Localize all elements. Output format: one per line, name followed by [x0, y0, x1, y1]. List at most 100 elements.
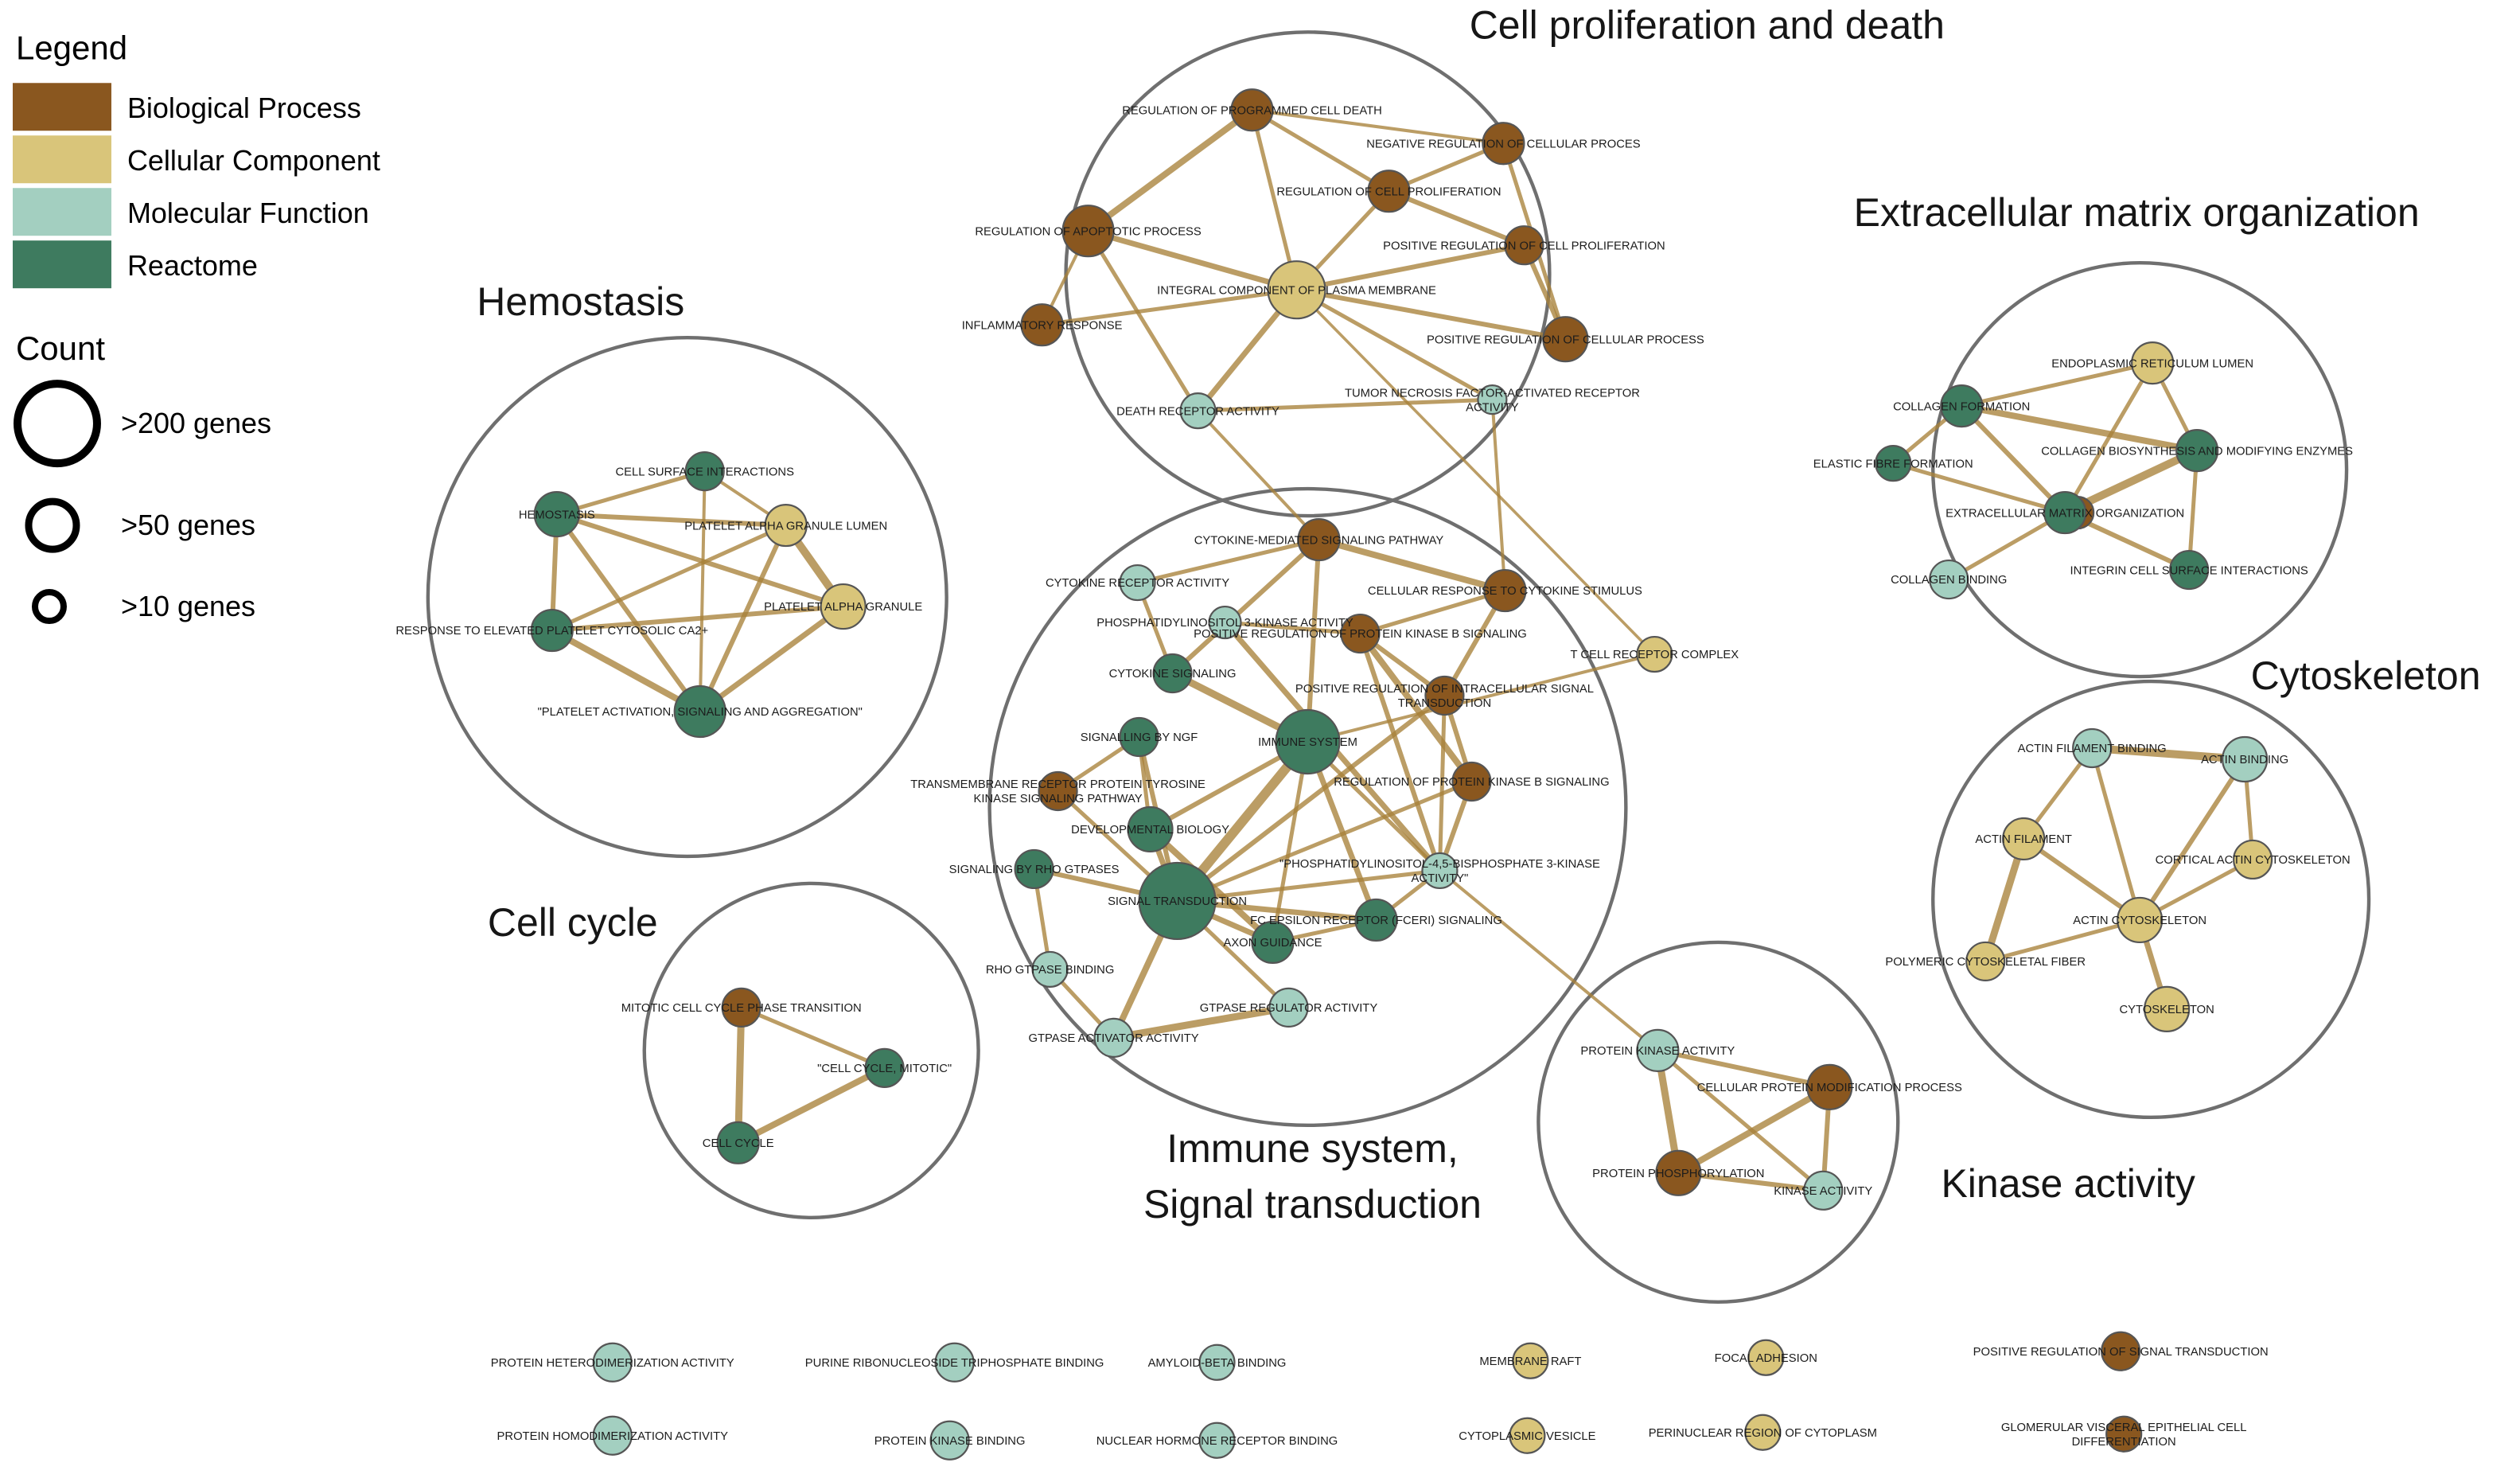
edge-cytokine-mediated-signaling--cytokine-receptor-activity	[1135, 537, 1321, 585]
node-label-cytokine-signaling: CYTOKINE SIGNALING	[1109, 668, 1237, 681]
node-label-cortical-actin-cytoskeleton: CORTICAL ACTIN CYTOSKELETON	[2156, 854, 2351, 867]
node-cellular-protein-modification	[1806, 1063, 1853, 1110]
node-label-platelet-alpha-granule-lumen: PLATELET ALPHA GRANULE LUMEN	[684, 520, 887, 532]
legend-label-biological-process: Biological Process	[127, 92, 361, 124]
node-label-integrin-cell-surface-interactions: INTEGRIN CELL SURFACE INTERACTIONS	[2070, 564, 2308, 577]
node-label-axon-guidance: AXON GUIDANCE	[1223, 937, 1322, 950]
edge-reg-apoptotic-process--integral-plasma-membrane	[1085, 228, 1299, 293]
node-label-protein-kinase-activity: PROTEIN KINASE ACTIVITY	[1580, 1045, 1735, 1058]
node-gtpase-regulator-activity	[1268, 987, 1309, 1028]
edge-protein-phosphorylation--kinase-activity	[1676, 1170, 1826, 1193]
edge-hemostasis--platelet-activation	[554, 512, 703, 715]
legend-label-molecular-function: Molecular Function	[127, 197, 369, 229]
count-label-50: >50 genes	[121, 509, 255, 541]
node-label-polymeric-cytoskeletal-fiber: POLYMERIC CYTOSKELETAL FIBER	[1885, 956, 2086, 969]
node-glomerular-epithelial-differentiation	[2105, 1415, 2143, 1453]
node-label-gtpase-activator-activity: GTPASE ACTIVATOR ACTIVITY	[1029, 1032, 1199, 1045]
edge-integral-plasma-membrane--inflammatory-response	[1040, 287, 1299, 327]
node-elastic-fibre-formation	[1875, 445, 1912, 482]
edge-death-receptor-activity--cytokine-mediated-signaling	[1196, 409, 1321, 542]
cluster-title-cell-cycle: Cell cycle	[488, 900, 658, 945]
edge-ecm-organization--collagen-binding	[1946, 510, 2067, 582]
legend-panel: Legend Biological Process Cellular Compo…	[12, 29, 380, 625]
node-label-pos-reg-intracellular-signal: POSITIVE REGULATION OF INTRACELLULAR SIG…	[1295, 683, 1594, 710]
edge-polymeric-cytoskeletal-fiber--actin-cytoskeleton	[1983, 918, 2142, 964]
node-label-pi3-kinase-activity: PHOSPHATIDYLINOSITOL 3-KINASE ACTIVITY	[1096, 617, 1353, 630]
node-actin-filament-binding	[2072, 727, 2113, 769]
edge-gtpase-regulator-activity--gtpase-activator-activity	[1110, 1004, 1292, 1042]
legend-swatch-biological-process	[12, 83, 111, 131]
node-reg-apoptotic-process	[1061, 205, 1115, 258]
node-label-developmental-biology: DEVELOPMENTAL BIOLOGY	[1071, 824, 1229, 837]
edge-protein-kinase-activity--cellular-protein-modification	[1655, 1047, 1833, 1090]
cluster-title-immune-signal: Immune system,Signal transduction	[1143, 1126, 1482, 1227]
edge-reg-programmed-cell-death--reg-cell-proliferation	[1250, 107, 1391, 193]
edge-platelet-alpha-granule--platelet-activation	[697, 603, 847, 715]
node-label-cytoplasmic-vesicle: CYTOPLASMIC VESICLE	[1459, 1430, 1595, 1443]
edge-death-receptor-activity--tnf-activated-receptor-activity	[1196, 397, 1494, 413]
node-label-hemostasis: HEMOSTASIS	[519, 509, 595, 521]
node-label-protein-kinase-binding: PROTEIN KINASE BINDING	[874, 1435, 1026, 1448]
node-label-pos-reg-cellular-process: POSITIVE REGULATION OF CELLULAR PROCESS	[1427, 333, 1704, 346]
node-hemostasis	[533, 490, 580, 538]
node-label-neg-reg-cellular-process: NEGATIVE REGULATION OF CELLULAR PROCES	[1366, 138, 1641, 150]
edge-protein-kinase-activity--kinase-activity	[1655, 1048, 1825, 1193]
node-ecm-organization	[2043, 490, 2087, 535]
node-death-receptor-activity	[1179, 392, 1217, 430]
node-label-cellular-protein-modification: CELLULAR PROTEIN MODIFICATION PROCESS	[1697, 1082, 1962, 1094]
node-label-gtpase-regulator-activity: GTPASE REGULATOR ACTIVITY	[1200, 1002, 1378, 1015]
edge-integral-plasma-membrane--tnf-activated-receptor-activity	[1294, 287, 1494, 402]
node-reg-programmed-cell-death	[1230, 88, 1274, 132]
edge-pos-reg-pkb-signaling--reg-pkb-signaling	[1357, 630, 1475, 785]
node-pos-reg-cell-proliferation	[1504, 225, 1544, 266]
node-cytoskeleton	[2144, 985, 2191, 1032]
node-label-rho-gtpase-binding: RHO GTPASE BINDING	[986, 964, 1115, 977]
edge-er-lumen--ecm-organization	[2062, 361, 2155, 515]
edge-pos-reg-pkb-signaling--pip2-3-kinase-activity	[1357, 631, 1443, 873]
count-title: Count	[16, 330, 105, 367]
node-label-fceri-signaling: FC EPSILON RECEPTOR (FCERI) SIGNALING	[1250, 915, 1502, 927]
node-cell-surface-interactions	[684, 451, 725, 492]
node-label-focal-adhesion: FOCAL ADHESION	[1715, 1352, 1817, 1365]
count-circle-200	[13, 380, 101, 468]
node-label-reg-apoptotic-process: REGULATION OF APOPTOTIC PROCESS	[975, 225, 1202, 238]
edge-cell-cycle--cell-cycle-mitotic	[734, 1064, 888, 1146]
node-label-actin-filament: ACTIN FILAMENT	[1975, 833, 2072, 846]
node-pos-reg-pkb-signaling	[1340, 613, 1381, 654]
node-pos-reg-intracellular-signal	[1424, 675, 1465, 716]
node-label-platelet-activation: "PLATELET ACTIVATION, SIGNALING AND AGGR…	[538, 706, 863, 719]
cluster-ring-immune-signal	[987, 486, 1628, 1128]
node-collagen-formation	[1940, 384, 1984, 428]
node-pip2-3-kinase-activity	[1421, 852, 1459, 890]
edge-platelet-alpha-granule--response-elevated-platelet-ca	[549, 604, 846, 634]
node-t-cell-receptor-complex	[1636, 635, 1673, 673]
node-cytokine-signaling	[1152, 653, 1193, 694]
node-axon-guidance	[1251, 920, 1295, 965]
node-label-actin-binding: ACTIN BINDING	[2201, 754, 2288, 766]
node-membrane-raft	[1512, 1342, 1549, 1379]
node-label-protein-phosphorylation: PROTEIN PHOSPHORYLATION	[1592, 1168, 1764, 1180]
edge-hemostasis--platelet-alpha-granule	[554, 512, 846, 610]
edge-response-elevated-platelet-ca--platelet-activation	[548, 627, 703, 716]
edge-hemostasis--cell-surface-interactions	[555, 469, 707, 517]
edge-platelet-alpha-granule-lumen--response-elevated-platelet-ca	[550, 523, 789, 633]
node-label-actin-cytoskeleton: ACTIN CYTOSKELETON	[2073, 915, 2206, 927]
node-label-death-receptor-activity: DEATH RECEPTOR ACTIVITY	[1116, 405, 1279, 418]
node-label-immune-system: IMMUNE SYSTEM	[1258, 736, 1357, 749]
node-label-tnf-activated-receptor-activity: TUMOR NECROSIS FACTOR-ACTIVATED RECEPTOR…	[1345, 387, 1640, 414]
edge-collagen-formation--er-lumen	[1959, 361, 2155, 408]
node-protein-kinase-activity	[1636, 1028, 1680, 1072]
node-reg-cell-proliferation	[1367, 170, 1411, 213]
edge-reg-programmed-cell-death--neg-reg-cellular-process	[1250, 108, 1505, 146]
node-label-pos-reg-cell-proliferation: POSITIVE REGULATION OF CELL PROLIFERATIO…	[1383, 240, 1665, 252]
node-cell-cycle	[716, 1121, 760, 1164]
edge-elastic-fibre-formation--ecm-organization	[1891, 461, 2067, 515]
node-integral-plasma-membrane	[1267, 260, 1326, 320]
count-circle-50	[25, 497, 80, 553]
node-label-cytokine-receptor-activity: CYTOKINE RECEPTOR ACTIVITY	[1046, 577, 1229, 590]
node-label-ecm-organization: EXTRACELLULAR MATRIX ORGANIZATION	[1946, 507, 2184, 520]
node-label-pos-reg-pkb-signaling: POSITIVE REGULATION OF PROTEIN KINASE B …	[1194, 628, 1527, 641]
node-cytoplasmic-vesicle	[1509, 1417, 1546, 1454]
cluster-ring-hemostasis	[426, 335, 948, 859]
